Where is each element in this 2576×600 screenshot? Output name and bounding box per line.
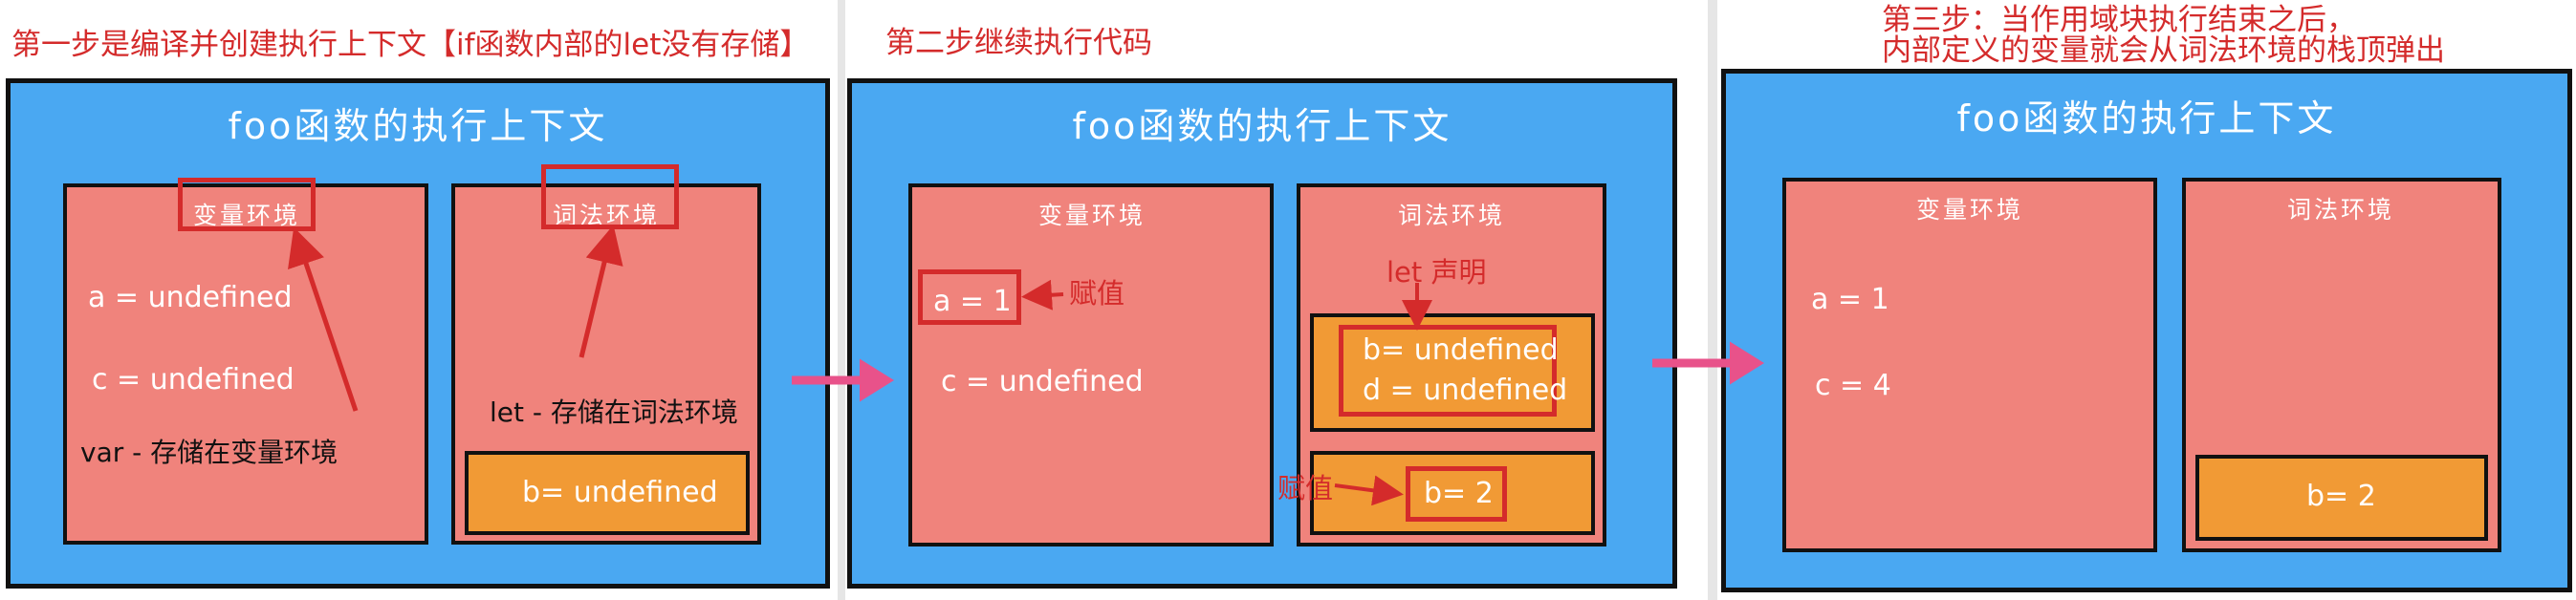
- step3-var-env-label: 变量环境: [1916, 196, 2024, 224]
- step1-lex-env-label-highlight: [541, 164, 679, 229]
- step2-lex-env-label: 词法环境: [1398, 202, 1506, 229]
- separator-strip-1: [838, 0, 845, 600]
- step3-lexical-environment: 词法环境 b= 2: [2182, 178, 2501, 552]
- step3-panel-title: foo函数的执行上下文: [1956, 97, 2337, 139]
- step1-var-env-label: 变量环境: [193, 202, 301, 229]
- step2-var-env-label: 变量环境: [1038, 202, 1146, 229]
- step1-lex-b: b= undefined: [522, 476, 718, 509]
- step3-lex-b: b= 2: [2306, 480, 2376, 513]
- step3-variable-environment: 变量环境 a = 1 c = 4: [1782, 178, 2157, 552]
- step2-let-decl-note: let 声明: [1386, 256, 1487, 289]
- step2-panel-title: foo函数的执行上下文: [1072, 105, 1452, 147]
- step1-var-note: var - 存储在变量环境: [80, 437, 338, 468]
- step3-var-a: a = 1: [1811, 283, 1889, 316]
- step3-var-c: c = 4: [1815, 369, 1891, 402]
- step2-title: 第二步继续执行代码: [885, 26, 1152, 60]
- step1-panel-title: foo函数的执行上下文: [228, 105, 608, 147]
- step1-var-c: c = undefined: [92, 363, 295, 396]
- step2-lex-b: b= undefined: [1363, 333, 1559, 367]
- step2-assign-note2: 赋值: [1277, 472, 1334, 504]
- step3-title-line1: 第三步：当作用域块执行结束之后，: [1882, 3, 2356, 37]
- step1-let-note: let - 存储在词法环境: [490, 396, 738, 428]
- step1-var-env-label-highlight: [178, 178, 316, 231]
- step2-block-vars-highlight: b= undefined d = undefined: [1339, 325, 1567, 417]
- step1-variable-environment: 变量环境 a = undefined c = undefined var - 存…: [63, 183, 428, 545]
- step2-variable-environment: 变量环境 a = 1 c = undefined: [908, 183, 1274, 546]
- step2-var-c: c = undefined: [941, 365, 1144, 398]
- step2-assign-note: 赋值: [1069, 277, 1125, 310]
- step3-title-line2: 内部定义的变量就会从词法环境的栈顶弹出: [1882, 33, 2445, 68]
- step3-lex-env-label: 词法环境: [2287, 196, 2395, 224]
- step3-lexical-block: b= 2: [2195, 455, 2488, 541]
- step1-lexical-environment: 词法环境 let - 存储在词法环境 b= undefined: [451, 183, 761, 545]
- step2-lex-d: d = undefined: [1363, 374, 1568, 407]
- step2-b2-highlight: b= 2: [1406, 466, 1507, 522]
- step1-title: 第一步是编译并创建执行上下文【if函数内部的let没有存储】: [11, 28, 810, 62]
- step1-var-a: a = undefined: [88, 281, 293, 314]
- step1-lexical-block: b= undefined: [465, 451, 750, 535]
- separator-strip-2: [1708, 0, 1717, 600]
- step2-var-a: a = 1: [933, 285, 1012, 318]
- step2-lex-b2: b= 2: [1424, 477, 1494, 510]
- step2-var-a-highlight: [918, 269, 1021, 325]
